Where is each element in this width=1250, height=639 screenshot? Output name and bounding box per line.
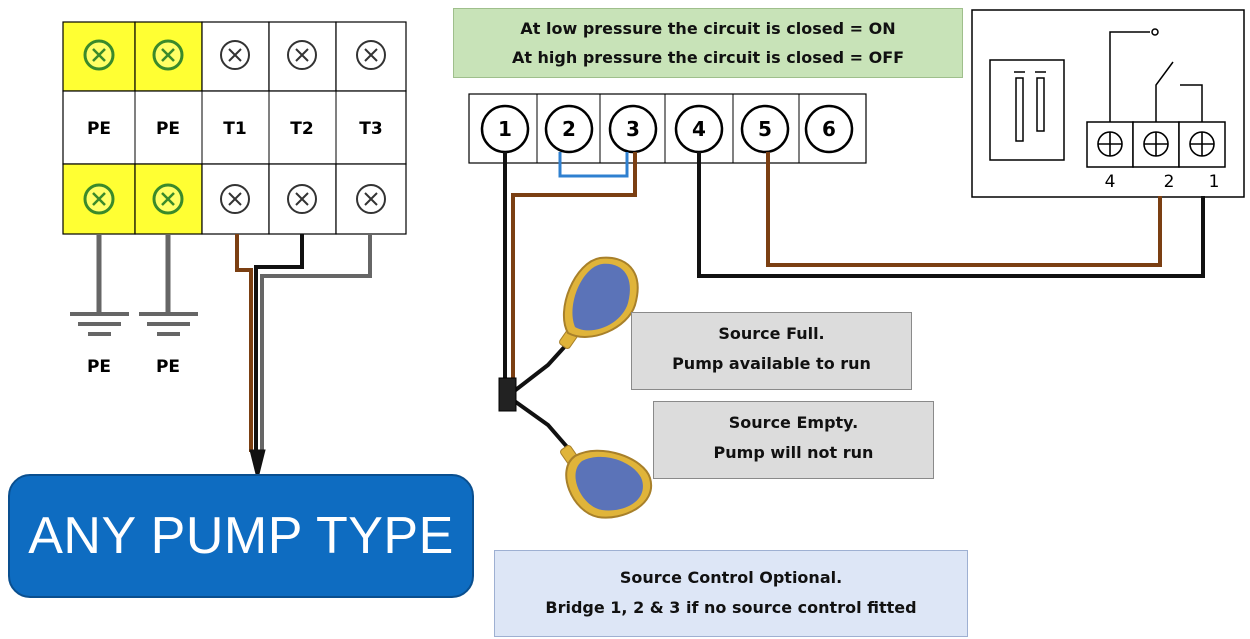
pressure-note-line: At low pressure the circuit is closed = … — [520, 19, 896, 38]
earth-wires — [96, 234, 171, 312]
source-empty-note: Source Empty. Pump will not run — [653, 401, 934, 479]
pump-label: ANY PUMP TYPE — [28, 507, 454, 565]
terminal-screws — [83, 39, 386, 215]
pump-box: ANY PUMP TYPE — [8, 474, 474, 598]
motor-terminal-label: T2 — [290, 119, 313, 139]
source-empty-title: Source Empty. — [728, 413, 859, 432]
motor-terminal-label: PE — [156, 119, 180, 139]
source-empty-detail: Pump will not run — [713, 443, 874, 462]
control-terminal-number: 6 — [822, 117, 836, 141]
control-terminal-number: 1 — [498, 117, 512, 141]
float-switch-wires — [503, 152, 637, 450]
screw-icon — [356, 184, 386, 214]
control-terminal-number: 3 — [626, 117, 640, 141]
ground-icon — [70, 312, 129, 336]
float-switch-upper-icon — [559, 256, 639, 349]
screw-icon — [220, 184, 250, 214]
source-full-title: Source Full. — [718, 324, 825, 343]
pressure-switch — [971, 9, 1245, 198]
source-control-detail: Bridge 1, 2 & 3 if no source control fit… — [545, 598, 917, 617]
earth-label: PE — [156, 357, 180, 377]
motor-terminal-label: PE — [87, 119, 111, 139]
pressure-switch-terminal-number: 2 — [1164, 172, 1175, 192]
screw-icon — [83, 183, 115, 215]
pressure-switch-terminal-number: 1 — [1209, 172, 1220, 192]
control-terminal-strip — [468, 93, 867, 164]
pressure-switch-terminal-number: 4 — [1105, 172, 1116, 192]
source-control-note: Source Control Optional. Bridge 1, 2 & 3… — [494, 550, 968, 637]
screw-icon — [152, 39, 184, 71]
bridge-wire — [558, 152, 629, 178]
screw-icon — [152, 183, 184, 215]
screw-icon — [83, 39, 115, 71]
motor-terminal-label: T3 — [359, 119, 382, 139]
screw-icon — [220, 40, 250, 70]
pressure-switch-wires — [697, 152, 1205, 278]
screw-icon — [287, 40, 317, 70]
source-control-title: Source Control Optional. — [619, 568, 843, 587]
control-terminal-number: 4 — [692, 117, 706, 141]
pressure-note-line: At high pressure the circuit is closed =… — [511, 48, 905, 67]
motor-terminal-block — [62, 21, 407, 235]
ground-icon — [139, 312, 198, 336]
screw-icon — [287, 184, 317, 214]
source-full-detail: Pump available to run — [672, 354, 871, 373]
motor-terminal-label: T1 — [223, 119, 246, 139]
source-full-note: Source Full. Pump available to run — [631, 312, 912, 390]
control-terminal-number: 5 — [758, 117, 772, 141]
earth-label: PE — [87, 357, 111, 377]
pressure-note: At low pressure the circuit is closed = … — [453, 8, 963, 78]
motor-cable — [235, 234, 372, 475]
cable-junction — [498, 377, 517, 412]
control-terminal-number: 2 — [562, 117, 576, 141]
float-switch-lower-icon — [560, 445, 653, 519]
screw-icon — [356, 40, 386, 70]
